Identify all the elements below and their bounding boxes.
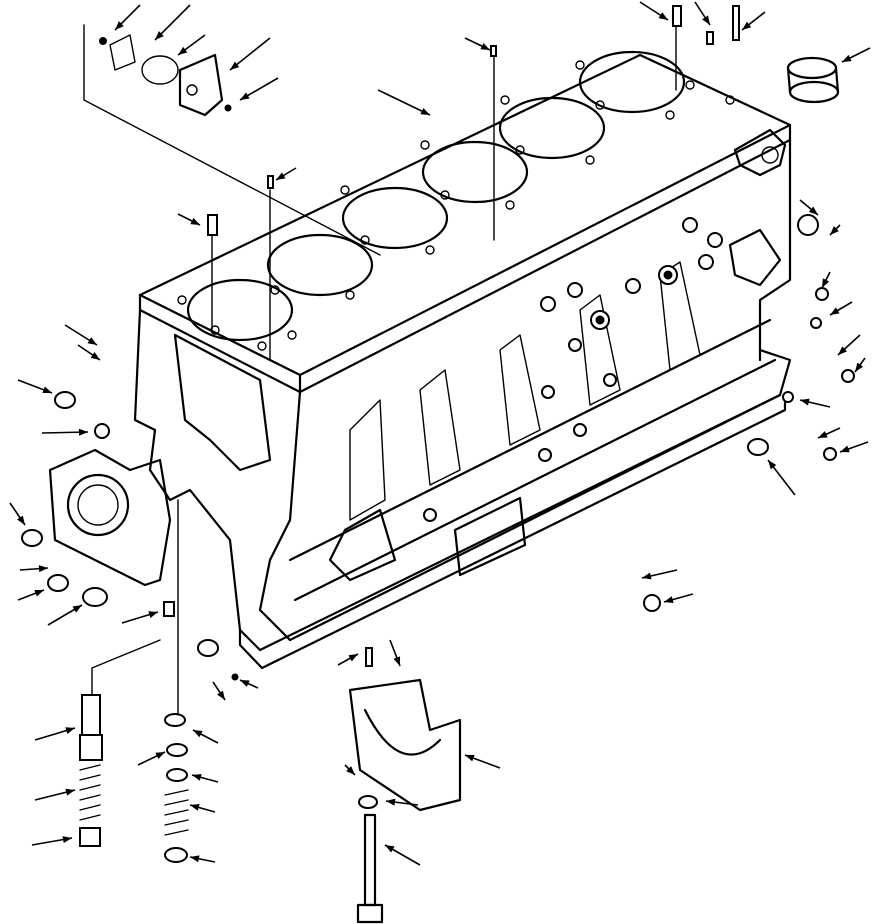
arrowhead	[830, 307, 840, 315]
leader-line	[377, 89, 431, 116]
arrowhead	[72, 605, 82, 613]
valve-plunger	[79, 827, 101, 847]
arrowhead	[65, 788, 75, 796]
cylinder-bore	[341, 186, 449, 250]
arrowhead	[664, 596, 674, 603]
arrowhead	[385, 845, 395, 853]
arrowhead	[240, 92, 250, 100]
arrowhead	[90, 352, 100, 360]
arrowhead	[65, 727, 75, 734]
arrowhead	[348, 654, 358, 662]
side-bosses	[423, 217, 723, 522]
cylinder-bore	[498, 96, 606, 160]
plug	[231, 673, 239, 681]
arrowhead	[178, 46, 188, 55]
arrowhead	[155, 752, 165, 760]
arrowhead	[822, 278, 830, 288]
arrowhead	[768, 460, 777, 470]
cylinder-block	[133, 53, 792, 670]
arrowhead	[808, 206, 818, 215]
arrowhead	[240, 680, 250, 687]
arrowhead	[217, 690, 225, 700]
arrowhead	[34, 589, 44, 597]
arrowhead	[230, 61, 240, 70]
dowel-pin	[365, 647, 373, 667]
arrowhead	[190, 217, 200, 225]
cover-bolt	[99, 37, 107, 45]
arrowhead	[190, 855, 200, 863]
arrowhead	[346, 766, 355, 775]
arrowhead	[855, 362, 864, 372]
cover-gasket	[141, 55, 179, 85]
arrowhead	[393, 656, 401, 666]
arrowhead	[830, 226, 839, 235]
plug	[54, 391, 76, 409]
arrowhead	[838, 346, 848, 355]
arrowhead	[42, 386, 52, 394]
spring-seat	[164, 713, 186, 727]
arrowhead	[155, 31, 164, 40]
arrowhead	[276, 172, 286, 180]
rear-cover-plate	[83, 24, 381, 256]
callout-arrows	[9, 1, 871, 866]
arrowhead	[78, 428, 88, 436]
plug	[163, 601, 175, 617]
cylinder-bore	[266, 233, 374, 297]
arrowhead	[192, 773, 202, 781]
arrowhead	[818, 431, 828, 438]
arrowhead	[840, 445, 850, 453]
arrowhead	[193, 730, 203, 738]
arrowhead	[742, 21, 752, 30]
relief-valve-spring	[79, 499, 239, 863]
arrowhead	[480, 42, 490, 50]
dowel-pin	[21, 529, 43, 547]
arrowhead	[148, 611, 158, 618]
arrowhead	[702, 15, 710, 25]
cap-bolt	[363, 813, 377, 907]
plug	[94, 423, 110, 439]
cylinder-bore	[186, 278, 294, 342]
main-bearing-cap	[348, 647, 462, 924]
cylinder-bore	[421, 140, 529, 204]
arrowhead	[465, 754, 475, 762]
arrowhead	[190, 804, 200, 811]
plug	[82, 587, 108, 607]
arrowhead	[420, 107, 430, 115]
arrowhead	[386, 798, 396, 806]
arrowhead	[38, 565, 48, 573]
plug	[47, 574, 69, 592]
front-housing	[21, 391, 172, 607]
arrowhead	[17, 515, 25, 525]
deck-holes	[177, 60, 735, 351]
arrowhead	[87, 337, 97, 345]
arrowhead	[115, 21, 124, 30]
arrowhead	[62, 836, 72, 843]
arrowhead	[800, 398, 810, 406]
arrowhead	[842, 54, 852, 62]
cap-washer	[358, 795, 378, 809]
cylinder-bore	[578, 50, 686, 114]
arrowhead	[642, 572, 652, 580]
plug	[643, 214, 855, 612]
cover-bolt	[224, 104, 232, 112]
arrowhead	[658, 12, 668, 20]
cylinder-bores	[186, 50, 686, 342]
dowel-pin	[207, 5, 740, 236]
sleeve-ring	[786, 56, 840, 104]
plug	[197, 639, 219, 657]
